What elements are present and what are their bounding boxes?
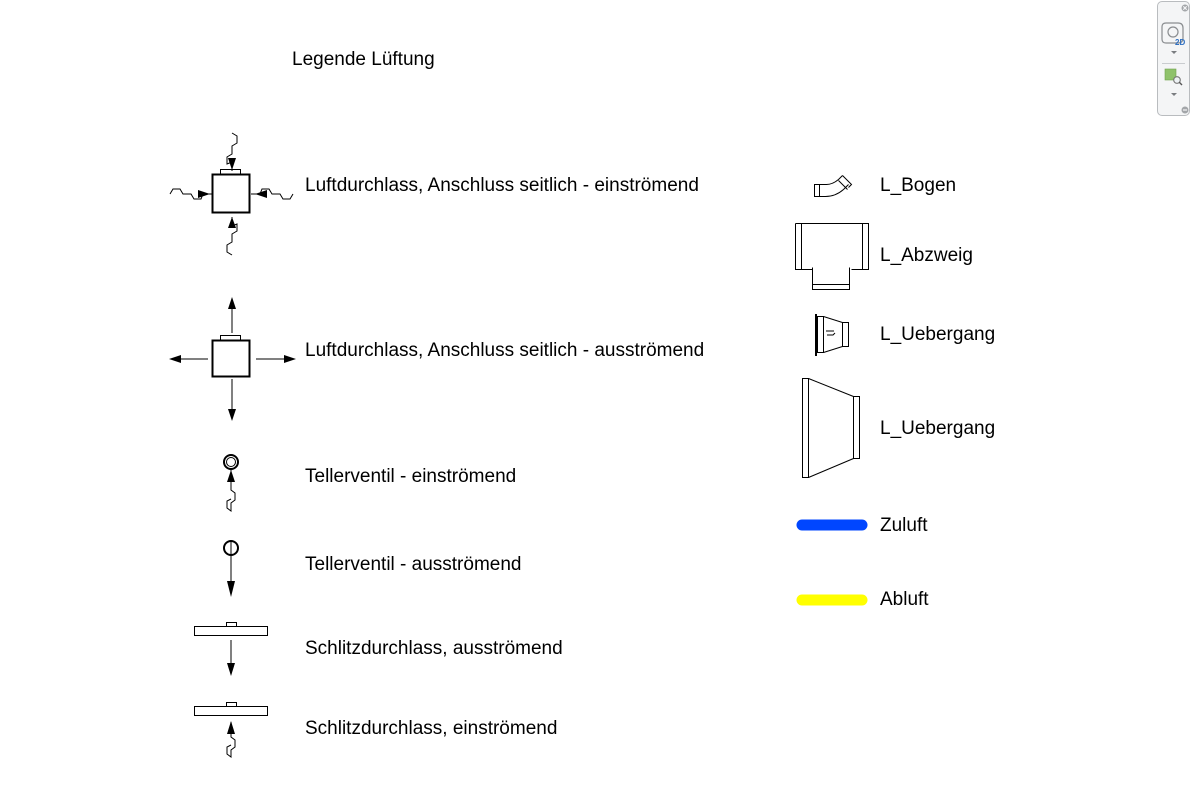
duct-transition-large-icon: [802, 378, 860, 478]
legend-label: Luftdurchlass, Anschluss seitlich - auss…: [305, 340, 705, 361]
supply-air-line-icon: [796, 519, 868, 531]
legend-label: Tellerventil - ausströmend: [305, 554, 522, 575]
legend-title: Legende Lüftung: [292, 49, 435, 70]
disc-valve-outflow-icon: [223, 540, 239, 597]
legend-label: Abluft: [880, 589, 929, 610]
navigation-bar: 2D: [1157, 1, 1190, 116]
legend-label: Luftdurchlass, Anschluss seitlich - eins…: [305, 175, 699, 196]
duct-transition-small-icon: [815, 314, 849, 356]
legend-label: L_Uebergang: [880, 324, 996, 345]
legend-label: Zuluft: [880, 515, 928, 536]
2d-label: 2D: [1175, 38, 1185, 47]
chevron-down-icon[interactable]: [1171, 51, 1177, 55]
slot-diffuser-outflow-icon: [194, 622, 268, 676]
air-outlet-side-connection-inflow-icon: [169, 132, 294, 256]
legend-label: Tellerventil - einströmend: [305, 466, 517, 487]
legend-label: L_Uebergang: [880, 418, 996, 439]
close-icon[interactable]: [1181, 4, 1189, 12]
divider: [1162, 63, 1185, 64]
disc-valve-inflow-icon: [223, 454, 239, 512]
zoom-button[interactable]: [1164, 68, 1184, 86]
legend-label: Schlitzdurchlass, ausströmend: [305, 638, 563, 659]
exhaust-air-line-icon: [796, 594, 868, 606]
duct-tee-icon: [795, 223, 869, 290]
zoom-window-icon: [1164, 68, 1183, 86]
legend-label: L_Bogen: [880, 175, 957, 196]
duct-bend-icon: [814, 175, 853, 197]
2d-steering-wheel-icon: 2D: [1161, 22, 1185, 47]
slot-diffuser-inflow-icon: [194, 702, 268, 758]
navigation-bar-options-icon[interactable]: [1181, 106, 1189, 114]
legend-label: L_Abzweig: [880, 245, 973, 266]
legend-label: Schlitzdurchlass, einströmend: [305, 718, 558, 739]
chevron-down-icon[interactable]: [1171, 93, 1177, 97]
steering-wheel-button[interactable]: 2D: [1161, 20, 1187, 48]
air-outlet-side-connection-outflow-icon: [169, 297, 296, 421]
